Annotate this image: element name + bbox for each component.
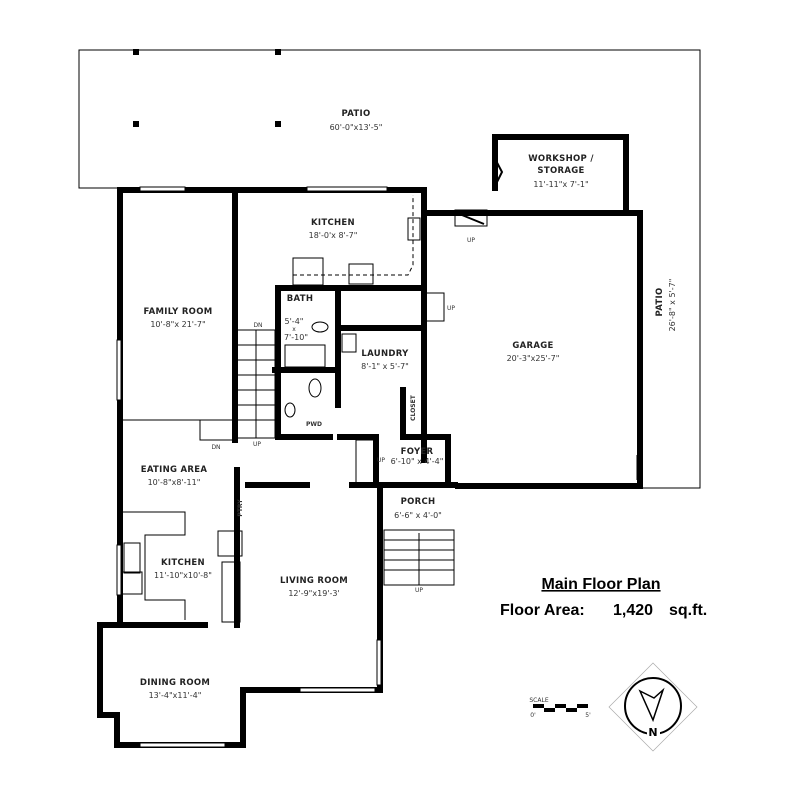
stair-up-label: UP [253,441,261,448]
kitchen-upper-dims: 18'-0'x 8'-7" [309,231,358,240]
laundry-name: LAUNDRY [361,349,409,359]
dining-room-dims: 13'-4"x11'-4" [149,691,202,700]
patio-side-dims: 26'-8" x 5'-7" [668,279,677,332]
floor-area-value: 1,420 [613,602,653,619]
stair-up-label: UP [377,457,385,464]
patio-outline [78,49,701,489]
garage-walls [421,209,643,489]
foyer-dims: 6'-10" x 4'-4" [391,457,444,466]
patio-top-dims: 60'-0"x13'-5" [330,123,383,132]
patio-top-name: PATIO [341,109,370,119]
laundry-dims: 8'-1" x 5'-7" [361,362,409,371]
pantry-name: PTRY [237,499,244,517]
porch-dims: 6'-6" x 4'-0" [394,511,442,520]
house-walls [97,187,458,748]
family-room-name: FAMILY ROOM [144,307,213,317]
north-arrow-icon: N [608,662,698,752]
floor-area: Floor Area: 1,420 sq.ft. [500,602,707,619]
floor-area-unit: sq.ft. [669,602,707,619]
bath-dims-x: x [292,326,296,333]
living-room-dims: 12'-9"x19'-3' [288,589,339,598]
living-room-name: LIVING ROOM [280,576,348,586]
windows [116,186,388,748]
closet-name: CLOSET [410,394,417,421]
kitchen-lower-name: KITCHEN [161,558,205,568]
workshop-name: WORKSHOP / [528,154,594,164]
family-room-dims: 10'-8"x 21'-7" [150,320,205,329]
stairs: DN DN UP UP UP UP UP [199,237,475,594]
scale-end: 5' [585,712,591,719]
patio-side-name: PATIO [655,287,665,316]
workshop-walls [492,134,629,215]
bath-dims-a: 5'-4" [285,317,304,326]
garage-name: GARAGE [512,341,553,351]
garage-dims: 20'-3"x25'-7" [507,354,560,363]
compass-label: N [648,726,657,739]
kitchen-upper-name: KITCHEN [311,218,355,228]
floor-area-label: Floor Area: [500,602,585,619]
foyer-name: FOYER [401,447,434,457]
workshop-name-2: STORAGE [537,166,584,176]
stair-up-label: UP [447,305,455,312]
eating-area-name: EATING AREA [141,465,208,475]
stair-up-label: UP [467,237,475,244]
stair-dn-label: DN [211,444,220,451]
kitchen-lower-dims: 11'-10"x10'-8" [154,571,212,580]
pwd-name: PWD [306,421,322,428]
fixtures [121,195,421,623]
scale-start: 0' [530,712,536,719]
room-labels: PATIO 60'-0"x13'-5" WORKSHOP / STORAGE 1… [140,109,677,700]
stair-up-label: UP [415,587,423,594]
eating-area-dims: 10'-8"x8'-11" [148,478,201,487]
scale-label: SCALE [529,697,548,704]
plan-title: Main Floor Plan [541,576,660,593]
bath-name: BATH [287,294,314,304]
workshop-dims: 11'-11"x 7'-1" [533,180,588,189]
bath-dims-b: 7'-10" [284,333,308,342]
scale-bar: SCALE 0' 5' [529,697,591,719]
porch-name: PORCH [401,497,436,507]
dining-room-name: DINING ROOM [140,678,210,688]
stair-dn-label: DN [253,322,262,329]
